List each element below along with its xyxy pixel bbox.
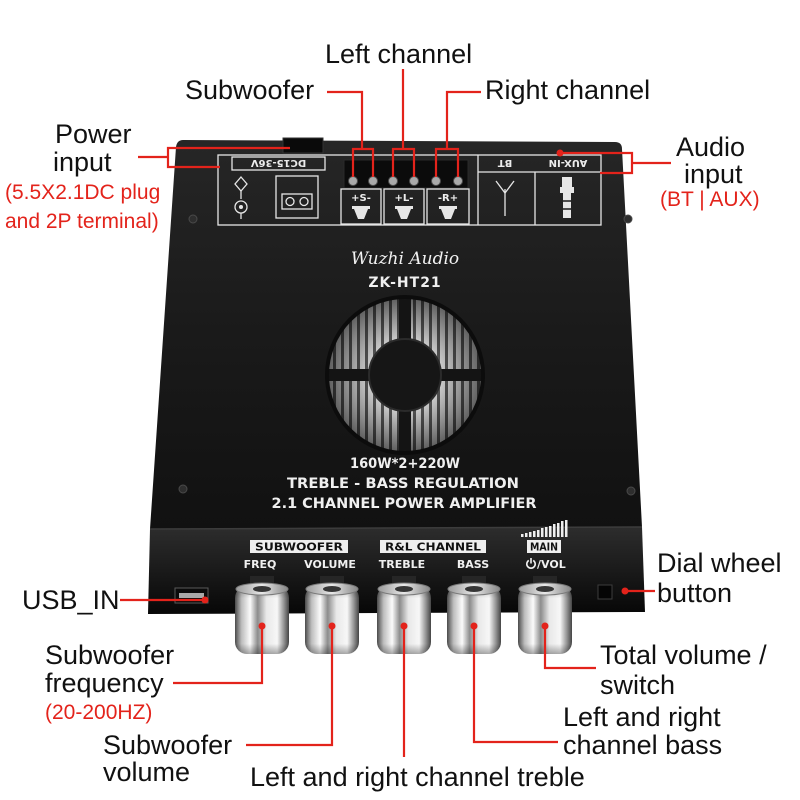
mounting-screws xyxy=(178,214,636,496)
speaker-output-subwoofer: +S- xyxy=(340,188,382,225)
audio-input-label-line1: Audio xyxy=(676,132,746,162)
power-input-note-line1: (5.5X2.1DC plug xyxy=(5,181,161,204)
regulation-spec: TREBLE - BASS REGULATION xyxy=(287,476,519,492)
subwoofer-frequency-label-line2: frequency xyxy=(45,668,164,698)
subwoofer-frequency-label-line1: Subwoofer xyxy=(45,640,175,670)
main-group-tag xyxy=(527,540,561,553)
volume-knob-label: VOLUME xyxy=(304,558,356,571)
lr-bass-label-line1: Left and right xyxy=(563,702,721,732)
speaker-icon xyxy=(395,206,413,219)
bass-knob xyxy=(447,576,501,654)
speaker-output-right: -R+ xyxy=(426,188,470,225)
power-icon xyxy=(526,558,536,569)
callout-lines xyxy=(120,69,671,757)
subwoofer-group-tag xyxy=(250,540,348,553)
terminal-block-icon xyxy=(275,175,319,219)
subwoofer-volume-label-line2: volume xyxy=(103,757,191,787)
power-input-label-line2: input xyxy=(53,147,112,177)
audio-input-note: (BT | AUX) xyxy=(660,188,760,211)
treble-knob-label: TREBLE xyxy=(379,558,425,571)
callout-right-channel xyxy=(445,90,481,149)
power-input-label-line1: Power xyxy=(55,119,132,149)
left-channel-label: Left channel xyxy=(325,39,473,69)
antenna-icon xyxy=(495,180,515,216)
lr-bass-label-line2: channel bass xyxy=(563,730,723,760)
subwoofer-frequency-knob xyxy=(235,576,289,654)
speaker-icon xyxy=(352,206,370,219)
total-volume-label-line2: switch xyxy=(600,670,676,700)
subwoofer-group-label: SUBWOOFER xyxy=(255,541,344,554)
power-rating-label: DC15-36V xyxy=(251,157,307,168)
main-volume-knob xyxy=(518,576,572,654)
amplifier-spec: 2.1 CHANNEL POWER AMPLIFIER xyxy=(272,496,537,512)
speaker-terminal-block xyxy=(343,159,469,189)
amplifier-board: DC15-36V xyxy=(148,137,645,654)
dial-wheel-label-line1: Dial wheel xyxy=(657,548,782,578)
callout-left-channel-bracket xyxy=(391,147,416,177)
audio-input-section: BT AUX-IN xyxy=(477,155,601,225)
rl-channel-group-tag xyxy=(380,540,486,553)
aux-in-label: AUX-IN xyxy=(549,157,588,168)
treble-knob xyxy=(377,576,431,654)
speaker-output-label: +L- xyxy=(395,193,414,204)
connector-panel-outline xyxy=(217,154,602,226)
model-name: ZK-HT21 xyxy=(368,275,441,291)
front-panel-labels: SUBWOOFER R&L CHANNEL MAIN FREQ VOLU xyxy=(244,520,568,571)
subwoofer-frequency-note: (20-200HZ) xyxy=(45,701,153,724)
main-group-label: MAIN xyxy=(530,541,558,554)
rl-channel-group-label: R&L CHANNEL xyxy=(385,541,481,554)
total-volume-label-line1: Total volume / xyxy=(600,640,767,670)
callout-total-volume xyxy=(543,626,596,670)
callout-subwoofer-volume xyxy=(246,626,334,747)
right-channel-label: Right channel xyxy=(485,75,651,105)
lr-treble-label: Left and right channel treble xyxy=(250,762,585,792)
brand-logo: Wuzhi Audio xyxy=(351,249,459,269)
callout-audio-input-bracket xyxy=(560,151,634,175)
speaker-output-left: +L- xyxy=(383,188,425,225)
subwoofer-volume-label-line1: Subwoofer xyxy=(103,730,233,760)
callout-bass xyxy=(472,626,558,744)
callout-subwoofer-bracket xyxy=(351,147,375,177)
audio-input-label-line2: input xyxy=(684,159,743,189)
freq-knob-label: FREQ xyxy=(244,558,277,571)
callout-right-channel-bracket xyxy=(434,147,460,177)
dc-jack-icon xyxy=(234,176,248,219)
subwoofer-label: Subwoofer xyxy=(185,75,315,105)
speaker-output-label: +S- xyxy=(351,193,371,204)
bt-label: BT xyxy=(498,157,513,168)
speaker-icon xyxy=(439,206,457,219)
callout-power-input-bracket xyxy=(166,146,290,169)
callout-subwoofer-frequency xyxy=(173,626,264,685)
fan-grille-icon xyxy=(325,295,485,455)
signal-bars-icon xyxy=(521,520,568,537)
power-input-section: DC15-36V xyxy=(231,156,326,219)
dial-wheel-label-line2: button xyxy=(657,578,733,608)
bass-knob-label: BASS xyxy=(457,558,489,571)
power-input-note-line2: and 2P terminal) xyxy=(5,210,159,233)
power-spec: 160W*2+220W xyxy=(350,456,460,472)
aux-plug-icon xyxy=(560,177,574,218)
dc-power-connector xyxy=(282,137,324,154)
subwoofer-volume-knob xyxy=(305,576,359,654)
main-volume-knob-label: /VOL xyxy=(537,558,566,571)
dial-wheel-button xyxy=(597,584,613,600)
callout-subwoofer xyxy=(327,90,364,149)
usb-in-label: USB_IN xyxy=(22,585,120,615)
speaker-output-label: -R+ xyxy=(438,193,458,204)
